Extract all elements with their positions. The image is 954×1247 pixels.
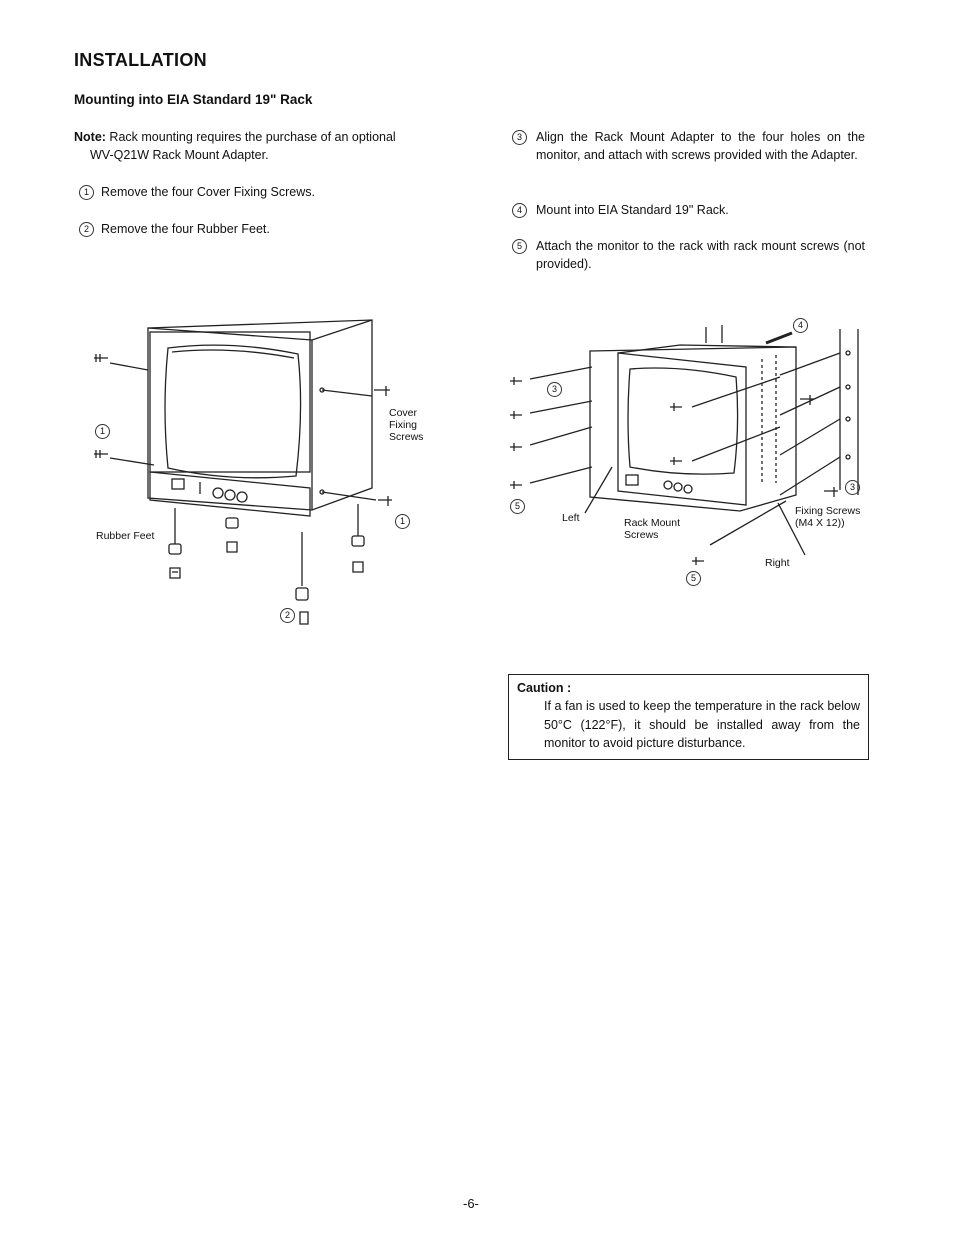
note: Note: Rack mounting requires the purchas… [74,128,444,164]
section-subheading: Mounting into EIA Standard 19" Rack [74,92,313,107]
page-number: -6- [463,1196,479,1211]
rack-mount-screws-label: Rack Mount Screws [624,517,680,541]
caution-title: Caution : [517,681,572,695]
step-1-text: Remove the four Cover Fixing Screws. [101,185,315,199]
figure-right-callout-3b: 3 [845,480,860,495]
step-2-text: Remove the four Rubber Feet. [101,222,270,236]
rack-mount-line-1: Rack Mount [624,517,681,529]
rack-mount-line-2: Screws [624,529,659,541]
right-side-label: Right [765,557,790,569]
left-side-label: Left [562,512,580,524]
note-line-2: WV-Q21W Rack Mount Adapter. [90,148,269,162]
fixing-line-1: Fixing Screws [795,505,861,517]
figure-right-callout-4: 4 [793,318,808,333]
step-5-text: Attach the monitor to the rack with rack… [536,239,865,271]
cover-label-line-1: Cover [389,407,418,419]
figure-left-callout-2: 2 [280,608,295,623]
rubber-feet-label: Rubber Feet [96,530,155,542]
fixing-line-2: (M4 X 12)) [795,517,845,529]
step-4-text: Mount into EIA Standard 19" Rack. [536,203,729,217]
figure-right-callout-3a: 3 [547,382,562,397]
note-label: Note: [74,130,106,144]
cover-label-line-2: Fixing [389,419,418,431]
cover-label-line-3: Screws [389,431,424,443]
caution-text: If a fan is used to keep the temperature… [544,699,860,750]
caution-box: Caution : If a fan is used to keep the t… [508,674,869,760]
step-3-number: 3 [512,130,527,145]
rack-mount-illustration [510,325,859,565]
step-2-number: 2 [79,222,94,237]
figure-right-callout-5a: 5 [510,499,525,514]
step-5-number: 5 [512,239,527,254]
figure-left-callout-1a: 1 [95,424,110,439]
step-1-number: 1 [79,185,94,200]
figure-right-callout-5b: 5 [686,571,701,586]
fixing-screws-label: Fixing Screws (M4 X 12)) [795,505,860,529]
monitor-disassembly-illustration [94,319,392,625]
note-line-1: Rack mounting requires the purchase of a… [105,130,396,144]
page-heading: INSTALLATION [74,50,207,70]
step-3-text: Align the Rack Mount Adapter to the four… [536,130,865,162]
figure-left-callout-1b: 1 [395,514,410,529]
cover-fixing-screws-label: Cover Fixing Screws [389,407,423,443]
step-4-number: 4 [512,203,527,218]
